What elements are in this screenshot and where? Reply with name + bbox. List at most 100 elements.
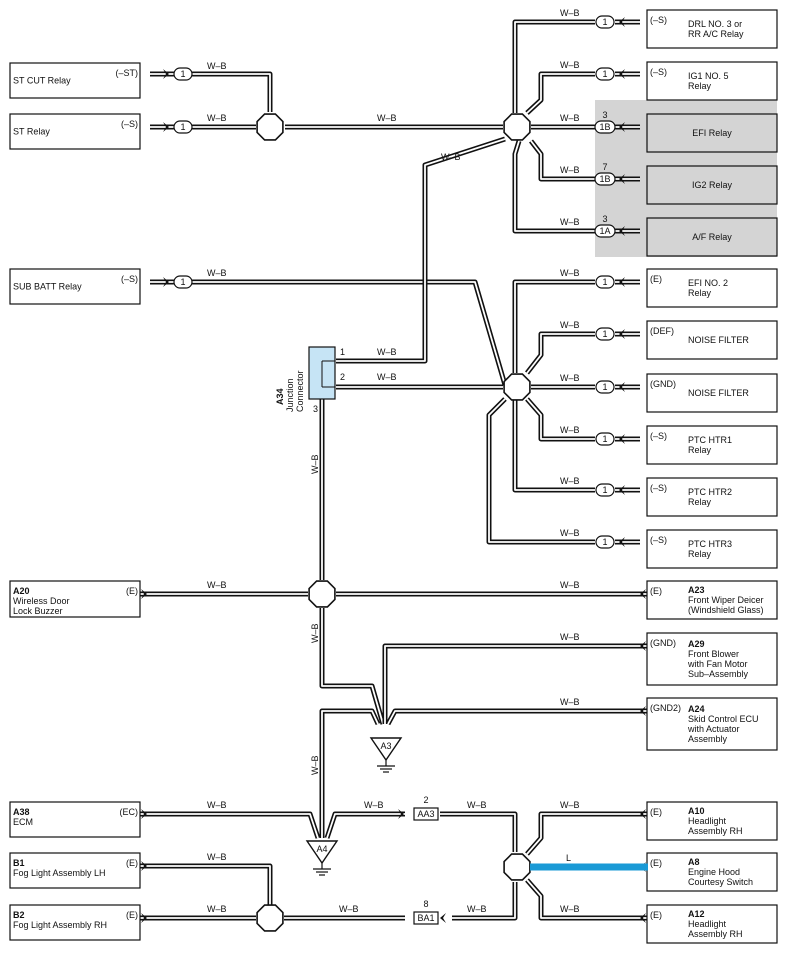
connector-ig1-5 [595, 67, 615, 81]
wire-color-label: W–B [207, 580, 227, 590]
wire-a24-core [387, 710, 647, 725]
connector-chevron-icon [141, 589, 147, 599]
connector-st-cut-label: 1 [180, 69, 185, 79]
right-component-efi2-text: Relay [688, 288, 712, 298]
wire-st-cut [191, 71, 273, 112]
connector-chevron-icon [440, 913, 446, 923]
right-component-a12-text: Headlight [688, 919, 727, 929]
left-component-sub-batt-pin: (–S) [121, 274, 138, 284]
wire-color-label: W–B [560, 8, 580, 18]
right-component-a12-id: A12 [688, 909, 705, 919]
splice-b2 [256, 904, 284, 932]
left-component-st-text: ST Relay [13, 127, 50, 137]
right-component-a24-text: Skid Control ECU [688, 714, 759, 724]
right-component-drl3-text: DRL NO. 3 or [688, 19, 742, 29]
wire-color-label: W–B [560, 476, 580, 486]
inline-connector-ba1-label: BA1 [417, 913, 434, 923]
wire-color-label: W–B [560, 697, 580, 707]
wire-color-label: W–B [310, 755, 320, 775]
wire-a10 [525, 811, 647, 856]
wire-color-label: W–B [377, 347, 397, 357]
connector-drl3-label: 1 [602, 17, 607, 27]
wire-to-aa3-core [326, 813, 405, 839]
wire-aa3-to-junction-core [440, 813, 516, 852]
right-component-ptc2-text: PTC HTR2 [688, 487, 732, 497]
wire-color-label: W–B [560, 165, 580, 175]
right-component-efi2-pin: (E) [650, 274, 662, 284]
connector-st-cut [173, 67, 193, 81]
right-component-ig1-5-text: Relay [688, 81, 712, 91]
wire-a38-core [140, 813, 319, 839]
right-component-ptc3 [646, 529, 778, 569]
connector-pin-number-af: 3 [602, 214, 607, 224]
wire-color-label: W–B [467, 800, 487, 810]
left-component-st-cut-text: ST CUT Relay [13, 76, 71, 86]
wire-mid-ptc1-core [526, 398, 595, 440]
wire-color-label: W–B [207, 113, 227, 123]
right-component-ig1-5-pin: (–S) [650, 67, 667, 77]
right-component-a8-id: A8 [688, 857, 700, 867]
left-component-b2-pin: (E) [126, 910, 138, 920]
wire-color-label: W–B [339, 904, 359, 914]
inline-connector-ba1 [413, 911, 439, 925]
right-component-efi2 [646, 268, 778, 308]
label-layer: W–B W–B W–B W–B W–B W–B W–B W–B W–B W–B W–B W–B W–B W… [207, 8, 580, 914]
wire-layer [140, 19, 647, 921]
connector-sub-batt-label: 1 [180, 277, 185, 287]
wire-color-label: W–B [560, 632, 580, 642]
right-component-nf-gnd-text: NOISE FILTER [688, 388, 749, 398]
connector-efi [594, 120, 616, 134]
right-component-a10-text: Headlight [688, 816, 727, 826]
wire-color-label: W–B [560, 217, 580, 227]
left-component-a20-id: A20 [13, 586, 30, 596]
junction-pin-1: 1 [340, 347, 345, 357]
wire-top-drl3-core [514, 21, 595, 113]
left-component-sub-batt [9, 268, 141, 305]
right-component-a29-text: Sub–Assembly [688, 669, 749, 679]
connector-efi-label: 1B [599, 122, 610, 132]
wire-sub-batt-core [191, 281, 506, 386]
right-component-a12-pin: (E) [650, 910, 662, 920]
right-component-a23-text: Front Wiper Deicer [688, 595, 764, 605]
wire-to-a3-1 [319, 608, 386, 725]
wire-mid-ptc2-core [514, 399, 595, 491]
inline-connector-aa3-label: AA3 [417, 809, 434, 819]
wire-to-a4-1-core [321, 710, 379, 838]
connector-chevron-icon [619, 122, 625, 132]
splice-st [256, 113, 284, 141]
right-component-a10-id: A10 [688, 806, 705, 816]
wire-a38 [140, 811, 321, 839]
left-component-b1-text: Fog Light Assembly LH [13, 868, 106, 878]
right-component-a23-id: A23 [688, 585, 705, 595]
right-component-nf-gnd-pin: (GND) [650, 379, 676, 389]
right-component-efi [646, 113, 778, 153]
left-component-b2-id: B2 [13, 910, 25, 920]
wire-color-label: W–B [207, 268, 227, 278]
wire-top-af-core [514, 140, 595, 232]
right-component-nf-def [646, 320, 778, 360]
wire-color-label: W–B [560, 425, 580, 435]
right-component-ptc1-pin: (–S) [650, 431, 667, 441]
right-component-drl3-text: RR A/C Relay [688, 29, 744, 39]
wire-a29-core [384, 645, 647, 724]
wire-to-a4-1 [319, 708, 381, 838]
left-component-a38-text: ECM [13, 817, 33, 827]
connector-ptc2-label: 1 [602, 485, 607, 495]
inline-connector-ba1-pin: 8 [423, 899, 428, 909]
wire-b1-core [140, 865, 271, 905]
wire-color-label: W–B [207, 800, 227, 810]
wire-top-ig2-core [530, 140, 595, 180]
right-component-nf-def-text: NOISE FILTER [688, 335, 749, 345]
junction-pin-2: 2 [340, 372, 345, 382]
wire-color-label: W–B [560, 268, 580, 278]
connector-chevron-icon [619, 434, 625, 444]
wire-mid-efi2-core [514, 281, 595, 373]
wire-color-label: W–B [560, 60, 580, 70]
left-component-a38-pin: (EC) [120, 807, 139, 817]
connector-ig1-5-label: 1 [602, 69, 607, 79]
inline-connector-aa3 [413, 807, 439, 821]
wire-st-cut-core [191, 73, 271, 112]
right-component-ptc3-pin: (–S) [650, 535, 667, 545]
left-component-st [9, 113, 141, 150]
